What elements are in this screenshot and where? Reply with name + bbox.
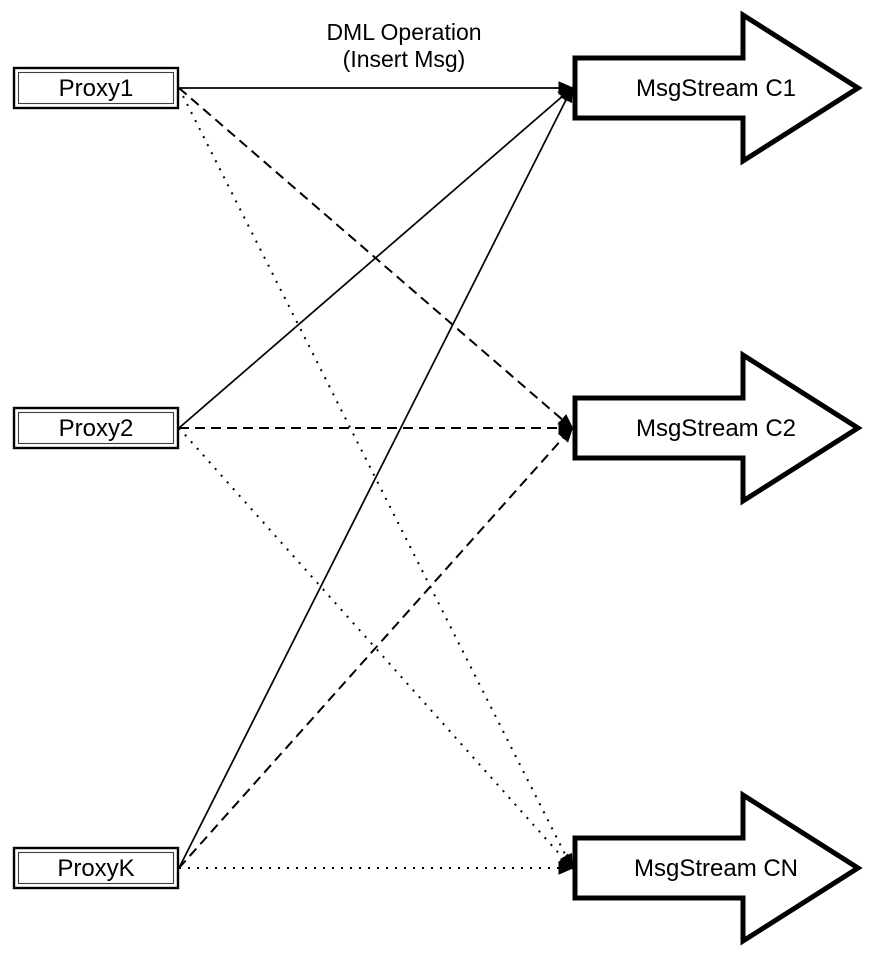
proxy2-label: Proxy2 xyxy=(59,415,134,442)
proxy2-box-inner-border xyxy=(17,411,175,445)
edge-proxyk-msgstream-c1 xyxy=(178,85,574,869)
proxy1-box-inner-border xyxy=(17,71,175,105)
msgstream-c2-label: MsgStream C2 xyxy=(636,415,796,442)
edge-proxyk-msgstream-c2 xyxy=(178,426,574,869)
proxy1-box xyxy=(12,66,180,110)
proxyk-node: ProxyK xyxy=(12,846,180,890)
msgstream-c1-arrow-shape xyxy=(572,10,863,166)
msgstream-cn-node: MsgStream CN xyxy=(572,790,863,946)
edge-proxy1-msgstream-c2 xyxy=(178,87,574,430)
edge-label-line1: DML Operation xyxy=(326,19,481,45)
msgstream-cn-label: MsgStream CN xyxy=(634,855,798,882)
proxyk-label: ProxyK xyxy=(57,855,134,882)
msgstream-c2-arrow-shape xyxy=(572,350,863,506)
proxyk-box-inner-border xyxy=(17,851,175,885)
edge-label-line2: (Insert Msg) xyxy=(343,46,466,72)
proxyk-box xyxy=(12,846,180,890)
msgstream-c1-node: MsgStream C1 xyxy=(572,10,863,166)
proxy1-label: Proxy1 xyxy=(59,75,134,102)
proxy2-node: Proxy2 xyxy=(12,406,180,450)
proxy2-box xyxy=(12,406,180,450)
proxy1-node: Proxy1 xyxy=(12,66,180,110)
edges xyxy=(178,81,575,875)
msgstream-c2-node: MsgStream C2 xyxy=(572,350,863,506)
msgstream-c1-label: MsgStream C1 xyxy=(636,75,796,102)
edge-proxy1-msgstream-cn xyxy=(178,87,574,871)
msgstream-cn-arrow-shape xyxy=(572,790,863,946)
edge-label-dml-operation: DML Operation (Insert Msg) xyxy=(326,19,481,72)
